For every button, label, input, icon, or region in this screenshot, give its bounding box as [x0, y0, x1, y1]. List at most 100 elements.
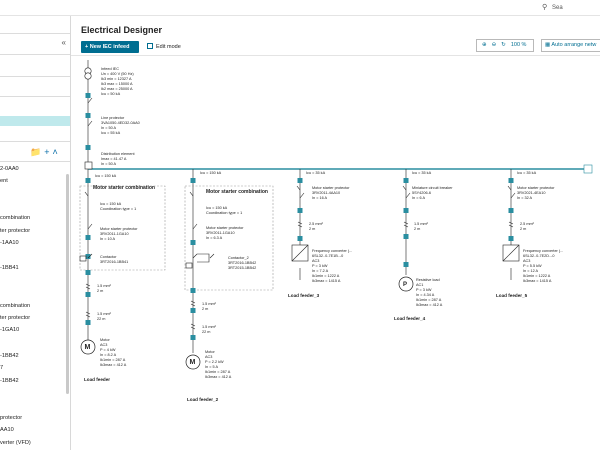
edit-mode-label: Edit mode	[156, 44, 181, 50]
sidebar-divider	[0, 33, 70, 34]
protector-param: In = 32 A	[517, 196, 533, 200]
load-title: Frequency converter (...	[523, 249, 563, 253]
resistive-load-symbol: P	[403, 282, 407, 288]
sidebar: « 📁+˄ 2-0AA0 ent combination ter protect…	[0, 16, 71, 450]
sidebar-item[interactable]: 7	[0, 365, 4, 371]
sidebar-item[interactable]: verter (VFD)	[0, 440, 31, 446]
transformer-icon[interactable]	[84, 67, 92, 80]
protector-title: Motor starter protector	[100, 227, 138, 231]
network-diagram[interactable]: M M P Infeed IEC Un = 400 V (50 Hz) Ik3 …	[71, 56, 600, 450]
cable-icon	[85, 221, 514, 330]
auto-arrange-label: Auto arrange netw	[551, 42, 597, 48]
contactor-param: 3RT2016-1BB42	[228, 261, 256, 265]
busbar-end[interactable]	[583, 164, 593, 174]
page-title: Electrical Designer	[81, 25, 163, 35]
cable-param: 1.5 mm²	[97, 312, 112, 316]
plus-icon: +	[85, 44, 90, 50]
protector-param: In = 6.3 A	[206, 236, 223, 240]
plus-icon[interactable]: +	[44, 147, 53, 157]
protector-param: 3RV2011-4AA10	[312, 191, 340, 195]
collapse-sidebar-icon[interactable]: «	[61, 38, 66, 47]
contactor-param: 3RT2015-1BB42	[228, 266, 256, 270]
contactor-title: Contactor	[100, 255, 117, 259]
load-param: 6SL32..0-7E1B..-0	[312, 254, 343, 258]
contactor-param: 3RT2016-1BB41	[100, 260, 128, 264]
sidebar-toolbar: 📁+˄	[30, 147, 61, 158]
infeed-param: Ik3 max = 15000 A	[101, 82, 133, 86]
arrange-icon: ▦	[545, 42, 552, 48]
line-protector-param: In = 50 A	[101, 126, 117, 130]
feeder-name[interactable]: Load feeder_2	[187, 397, 219, 402]
cable-param: 1.5 mm²	[97, 284, 112, 288]
sidebar-item[interactable]: ent	[0, 178, 8, 184]
sidebar-item[interactable]: AA10	[0, 427, 14, 433]
cable-param: 2.5 mm²	[309, 222, 324, 226]
protector-param: 3RV2011-1GA10	[206, 231, 235, 235]
sidebar-item[interactable]: combination	[0, 215, 31, 221]
load-param: Ik1min = 1222 A	[523, 274, 551, 278]
zoom-in-icon[interactable]: ⊕	[482, 42, 487, 48]
sidebar-item[interactable]: ter protector	[0, 315, 31, 321]
sidebar-divider	[0, 54, 70, 55]
load-param: Ik3max = 412 A	[416, 303, 443, 307]
sidebar-item[interactable]: -1BB42	[0, 353, 19, 359]
cable-param: 22 m	[97, 317, 105, 321]
sidebar-selected-row[interactable]	[0, 116, 70, 126]
sidebar-item[interactable]: combination	[0, 303, 31, 309]
canvas-divider	[71, 55, 600, 56]
distribution-node[interactable]	[84, 161, 93, 170]
sidebar-divider	[0, 76, 70, 77]
search-input[interactable]: ⚲ Sea	[540, 1, 600, 15]
zoom-level: 100 %	[510, 42, 527, 48]
cable-param: 2.5 mm²	[520, 222, 535, 226]
resistive-load-icon[interactable]	[398, 276, 414, 292]
new-iec-infeed-button[interactable]: + New IEC infeed	[81, 41, 139, 53]
sidebar-item[interactable]: protector	[0, 415, 23, 421]
load-param: P = 4 kW	[100, 348, 116, 352]
protector-param: 3RV2011-1GA10	[100, 232, 129, 236]
distribution-title: Distribution element	[101, 152, 135, 156]
folder-icon[interactable]: 📁	[30, 147, 45, 157]
sidebar-item[interactable]: -1GA10	[0, 327, 20, 333]
load-param: In = 4.34 A	[416, 293, 435, 297]
double-chevron-up-icon[interactable]: ˄	[52, 147, 61, 157]
load-param: In = 12 A	[523, 269, 539, 273]
cable-param: 2 m	[414, 227, 420, 231]
load-param: In = 8.2 A	[100, 353, 117, 357]
cable-param: 1.5 mm²	[202, 325, 217, 329]
protector-param: 3RV2021-4EA10	[517, 191, 545, 195]
sidebar-scrollbar[interactable]	[66, 174, 69, 394]
sidebar-item[interactable]: -1BB41	[0, 265, 19, 271]
frequency-converter-icon[interactable]	[291, 244, 520, 262]
load-param: Ik1min = 287 A	[416, 298, 442, 302]
zoom-controls: ⊕ ⊖ ↻ 100 %	[476, 39, 534, 52]
load-param: Ik3max = 1415 A	[523, 279, 552, 283]
edit-mode-toggle[interactable]: Edit mode	[147, 41, 181, 53]
load-param: Ik3max = 1415 A	[312, 279, 341, 283]
motor-icon[interactable]	[80, 339, 201, 370]
load-param: In = 5 A	[205, 365, 218, 369]
feeder-name[interactable]: Load feeder_3	[288, 293, 320, 298]
sidebar-item[interactable]: ter protector	[0, 228, 31, 234]
feeder-name[interactable]: Load feeder_4	[394, 316, 426, 321]
feeder-icu: Icu = 150 kA	[200, 171, 222, 175]
sidebar-item[interactable]: -1BB42	[0, 378, 19, 384]
group-param: Coordination type = 1	[100, 207, 136, 211]
sidebar-item[interactable]: -1AA10	[0, 240, 19, 246]
load-param: P = 5.5 kW	[523, 264, 542, 268]
infeed-param: Ik3 min = 12327 A	[101, 77, 132, 81]
cable-param: 1.5 mm²	[414, 222, 429, 226]
motor-symbol: M	[85, 344, 91, 351]
junction-node[interactable]	[85, 93, 514, 340]
sidebar-item[interactable]: 2-0AA0	[0, 166, 19, 172]
reset-zoom-icon[interactable]: ↻	[501, 42, 506, 48]
main-panel: Electrical Designer + New IEC infeed Edi…	[71, 16, 600, 450]
switch-icon	[84, 97, 516, 230]
auto-arrange-button[interactable]: ▦ Auto arrange netw	[541, 39, 600, 52]
sidebar-divider	[0, 96, 70, 97]
zoom-out-icon[interactable]: ⊖	[491, 42, 497, 48]
feeder-name[interactable]: Load feeder	[84, 377, 110, 382]
cable-param: 2 m	[97, 289, 103, 293]
feeder-name[interactable]: Load feeder_5	[496, 293, 528, 298]
cable-param: 2 m	[202, 307, 208, 311]
